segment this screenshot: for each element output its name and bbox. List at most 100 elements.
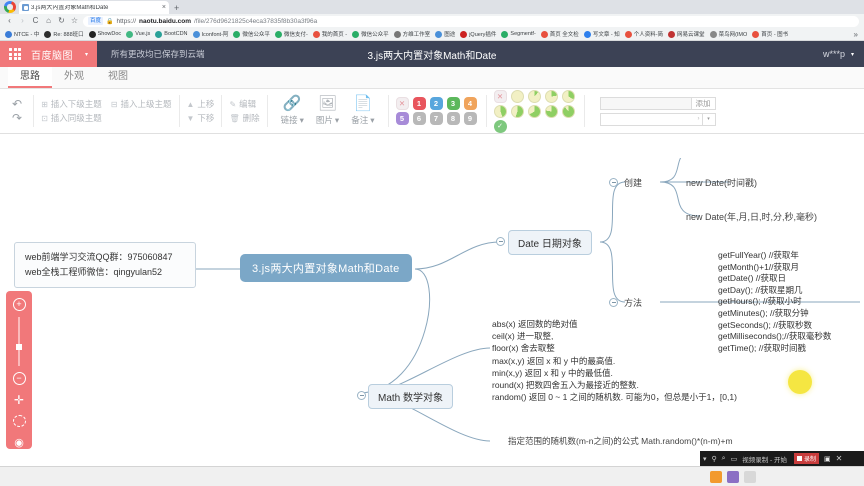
recorder-frame-icon[interactable]: ▭: [730, 455, 738, 463]
address-bar-input[interactable]: 百度 🔒 https://naotu.baidu.com/file/276d96…: [83, 15, 859, 27]
bookmark-item[interactable]: jQuery插件: [458, 30, 498, 38]
bookmark-item[interactable]: ShowDoc: [87, 30, 124, 38]
insert-sibling-button[interactable]: ⊡ 插入同级主题: [41, 113, 102, 123]
bookmark-item[interactable]: 方维工作室: [392, 30, 433, 38]
progress-badge[interactable]: [561, 89, 575, 103]
math-node[interactable]: Math 数学对象: [368, 384, 454, 409]
date-create-collapse-icon[interactable]: [609, 178, 618, 187]
date-collapse-icon[interactable]: [496, 237, 505, 246]
progress-badge[interactable]: ✓: [493, 119, 507, 133]
new-tab-button[interactable]: +: [174, 3, 180, 13]
note-caret-icon[interactable]: ▾: [370, 114, 375, 125]
priority-badge[interactable]: 2: [429, 97, 443, 110]
bookmark-item[interactable]: 菜鸟网(IMO: [708, 30, 750, 38]
priority-badge[interactable]: 7: [429, 112, 443, 125]
date-method-collapse-icon[interactable]: [609, 298, 618, 307]
bookmark-item[interactable]: 网易云课堂: [666, 30, 707, 38]
edit-button[interactable]: ✎ 编辑: [229, 99, 259, 109]
eye-icon[interactable]: ◉: [14, 437, 24, 449]
contact-note-node[interactable]: web前端学习交流QQ群：975060847 web全栈工程师微信：qingyu…: [14, 242, 196, 288]
user-caret-icon[interactable]: ▾: [850, 51, 854, 58]
create-item-new-date-timestamp[interactable]: new Date(时间戳): [686, 178, 758, 188]
camera-icon[interactable]: ▣: [824, 455, 831, 463]
ribbon-tab[interactable]: 外观: [64, 71, 84, 82]
brand-caret-icon[interactable]: ▾: [85, 51, 89, 58]
progress-badge[interactable]: [527, 104, 541, 118]
date-method-label[interactable]: 方法: [624, 298, 643, 308]
bookmark-item[interactable]: 图途: [433, 30, 457, 38]
insert-child-button[interactable]: ⊞ 插入下级主题: [41, 99, 102, 109]
user-menu[interactable]: w***p ▾: [823, 49, 864, 59]
link-button[interactable]: 🔗 链接 ▾: [275, 96, 310, 126]
progress-badge[interactable]: [493, 104, 507, 118]
insert-parent-button[interactable]: ⊟ 插入上级主题: [111, 99, 172, 109]
bookmark-item[interactable]: 微信公众平: [231, 30, 272, 38]
priority-badge[interactable]: 5: [395, 112, 409, 125]
history-icon[interactable]: ↻: [58, 16, 65, 25]
delete-button[interactable]: 🗑 删除: [229, 113, 259, 123]
bookmark-item[interactable]: 我的首页 -: [311, 30, 349, 38]
tag-input[interactable]: [599, 96, 692, 110]
recorder-search-icon[interactable]: ⌕: [721, 454, 726, 462]
priority-badge[interactable]: 9: [463, 112, 477, 125]
tray-icon-2[interactable]: [727, 470, 739, 483]
ribbon-tab[interactable]: 思路: [8, 64, 52, 88]
bookmark-item[interactable]: BootCDN: [153, 30, 189, 38]
resource-dropdown-button[interactable]: ▾: [702, 112, 716, 126]
link-caret-icon[interactable]: ▾: [299, 114, 304, 125]
progress-clear-icon[interactable]: ✕: [493, 89, 507, 103]
progress-badge[interactable]: [510, 89, 524, 103]
bookmarks-overflow-icon[interactable]: »: [853, 29, 858, 39]
image-caret-icon[interactable]: ▾: [334, 114, 340, 125]
ribbon-tab[interactable]: 视图: [108, 71, 128, 82]
bookmark-item[interactable]: 首页 全文检: [539, 30, 581, 38]
recorder-pin-icon[interactable]: ⚲: [711, 455, 717, 463]
note-button[interactable]: 📄 备注 ▾: [345, 96, 380, 126]
browser-tab[interactable]: 3.js两大内置对象Math和Date ×: [19, 1, 169, 14]
zoom-slider-thumb[interactable]: [16, 344, 22, 350]
resource-select[interactable]: ›: [599, 112, 703, 126]
move-down-button[interactable]: ▼ 下移: [187, 113, 215, 123]
image-button[interactable]: 🖼 图片 ▾: [310, 96, 345, 126]
priority-badge[interactable]: 6: [412, 112, 426, 125]
progress-badge[interactable]: [561, 104, 575, 118]
progress-badge[interactable]: [544, 89, 558, 103]
brand-block[interactable]: 百度脑图 ▾: [0, 41, 98, 67]
undo-icon[interactable]: ↶: [12, 97, 23, 111]
bookmark-item[interactable]: NTCE - 中: [3, 30, 41, 38]
recorder-caret-icon[interactable]: ▾: [703, 455, 707, 463]
tab-close-icon[interactable]: ×: [161, 4, 166, 11]
bookmark-item[interactable]: Iconfont-阿: [191, 30, 231, 38]
recorder-close-icon[interactable]: ✕: [835, 454, 843, 463]
bookmark-item[interactable]: 首页 - 图书: [750, 30, 790, 38]
zoom-in-icon[interactable]: +: [12, 298, 26, 311]
resource-expand-icon[interactable]: ›: [697, 116, 700, 122]
mindmap-canvas[interactable]: web前端学习交流QQ群：975060847 web全栈工程师微信：qingyu…: [0, 158, 864, 466]
bookmark-item[interactable]: Vue.js: [124, 30, 152, 38]
record-button[interactable]: 录制: [793, 453, 819, 464]
tray-icon-3[interactable]: [744, 470, 756, 483]
priority-badge[interactable]: 3: [446, 97, 460, 110]
progress-badge[interactable]: [544, 104, 558, 118]
bookmark-item[interactable]: 微信公众平: [350, 30, 391, 38]
root-node[interactable]: 3.js两大内置对象Math和Date: [240, 254, 412, 282]
date-create-label[interactable]: 创建: [624, 178, 643, 188]
bookmark-item[interactable]: 个人资料-简: [623, 30, 665, 38]
priority-clear-icon[interactable]: ✕: [395, 97, 409, 110]
bookmark-item[interactable]: 微信支付-: [273, 30, 310, 38]
bookmark-item[interactable]: Segmentf-: [499, 30, 537, 38]
priority-badge[interactable]: 1: [412, 97, 426, 110]
sogou-input-icon[interactable]: [710, 470, 722, 483]
create-item-new-date-parts[interactable]: new Date(年,月,日,时,分,秒,毫秒): [686, 212, 818, 222]
progress-badge[interactable]: [510, 104, 524, 118]
progress-badge[interactable]: [527, 89, 541, 103]
reload-icon[interactable]: C: [32, 16, 39, 25]
date-node[interactable]: Date 日期对象: [508, 230, 592, 255]
zoom-out-icon[interactable]: −: [12, 372, 26, 386]
apps-grid-icon[interactable]: [9, 48, 21, 60]
bookmark-item[interactable]: Re: 888班口: [42, 30, 85, 38]
home-icon[interactable]: ⌂: [46, 16, 51, 25]
math-collapse-icon[interactable]: [357, 391, 366, 400]
